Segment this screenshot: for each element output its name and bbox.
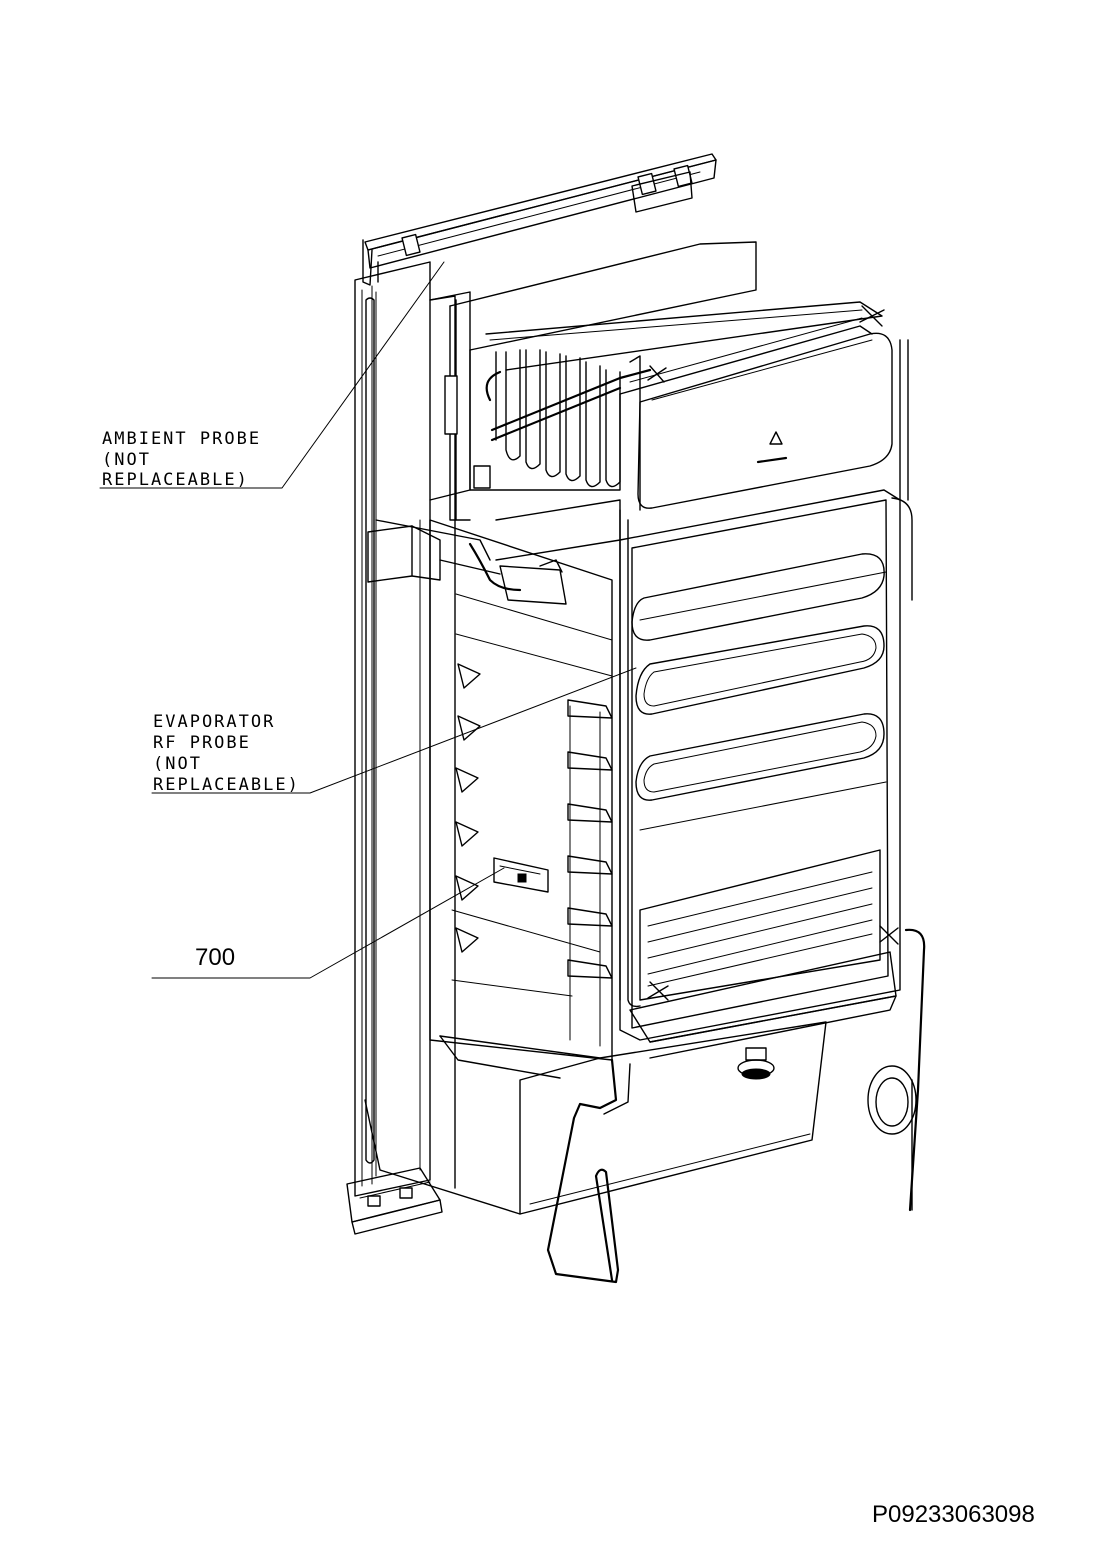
drain-hose [546, 1058, 631, 1284]
rear-evaporator-plate [495, 339, 913, 1041]
evaporator-probe-callout: EVAPORATOR RF PROBE (NOT REPLACEABLE) [153, 712, 300, 795]
probe-wire-coil [867, 928, 926, 1212]
ambient-probe-leader [99, 261, 445, 489]
drain-basin [364, 1021, 827, 1215]
svg-text:REPLACEABLE): REPLACEABLE) [102, 470, 249, 490]
svg-text:RF PROBE: RF PROBE [153, 733, 251, 753]
cabinet-left-wall [354, 261, 456, 1197]
condenser-coils [485, 301, 883, 511]
top-mounting-rail [362, 153, 717, 286]
ambient-probe-callout: AMBIENT PROBE (NOT REPLACEABLE) [102, 429, 261, 490]
divider-clips [567, 699, 613, 1047]
drawing-code: P09233063098 [872, 1501, 1035, 1528]
svg-text:REPLACEABLE): REPLACEABLE) [153, 775, 300, 795]
part-number-label: 700 [195, 944, 235, 971]
evaporator-probe-leader [151, 667, 637, 794]
part-700-leader [151, 867, 505, 979]
svg-text:AMBIENT PROBE: AMBIENT PROBE [102, 429, 261, 449]
svg-text:(NOT: (NOT [102, 450, 151, 470]
bottom-mounting-rail [346, 1167, 443, 1235]
drip-tray [629, 925, 899, 1059]
thermostat-housing [367, 519, 567, 605]
evaporator-box [619, 305, 893, 509]
sensor-700-box [493, 857, 549, 893]
svg-text:(NOT: (NOT [153, 754, 202, 774]
condenser-housing [444, 241, 757, 521]
recycle-triangle-icon [756, 431, 788, 464]
svg-text:EVAPORATOR: EVAPORATOR [153, 712, 275, 732]
